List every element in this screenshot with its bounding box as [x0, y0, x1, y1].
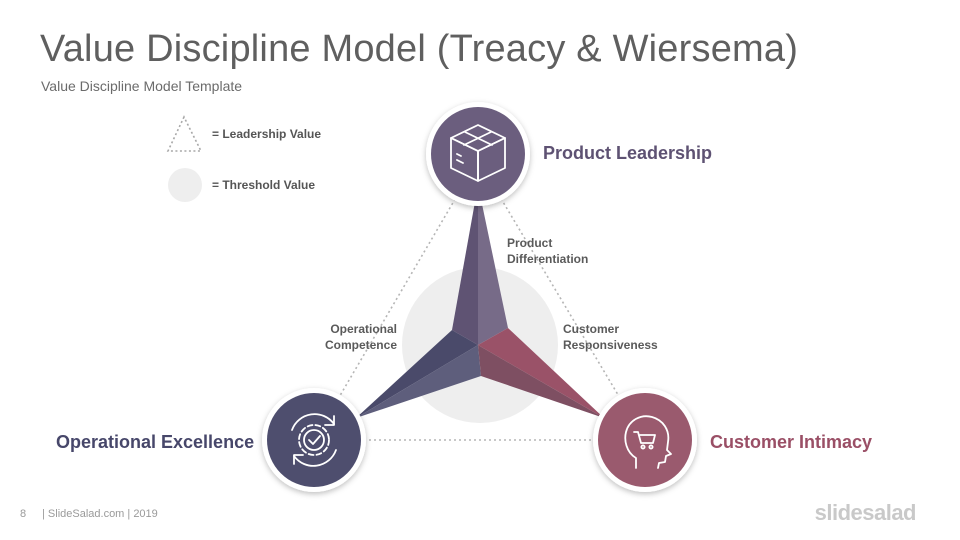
operational-competence-line2: Competence	[324, 338, 397, 352]
operational-excellence-label: Operational Excellence	[56, 432, 255, 452]
slidesalad-logo: slidesalad	[814, 500, 917, 525]
legend-threshold-label: = Threshold Value	[212, 178, 316, 192]
customer-intimacy-label: Customer Intimacy	[710, 432, 873, 452]
gear-check-icon	[291, 413, 337, 467]
operational-excellence-node	[262, 388, 366, 492]
customer-intimacy-node	[593, 388, 697, 492]
leadership-value-triangle	[313, 159, 646, 441]
product-differentiation-label: Product Differentiation	[507, 235, 588, 267]
operational-competence-line1: Operational	[330, 322, 397, 336]
legend-leadership-label: = Leadership Value	[212, 127, 322, 141]
product-differentiation-line1: Product	[507, 236, 553, 250]
customer-responsiveness-line1: Customer	[563, 322, 620, 336]
legend-triangle-icon	[166, 115, 203, 152]
box-icon	[450, 124, 506, 182]
slide-title: Value Discipline Model (Treacy & Wiersem…	[40, 28, 799, 70]
operational-competence-label: Operational Competence	[324, 321, 397, 353]
footer-text: | SlideSalad.com | 2019	[42, 508, 158, 520]
slide-subtitle: Value Discipline Model Template	[41, 78, 243, 94]
product-leadership-label: Product Leadership	[543, 143, 713, 163]
page-number: 8	[20, 508, 27, 520]
product-leadership-node	[426, 102, 530, 206]
value-star-shape	[356, 185, 604, 418]
legend-circle-icon	[168, 168, 202, 202]
product-differentiation-line2: Differentiation	[507, 252, 589, 266]
customer-responsiveness-label: Customer Responsiveness	[563, 321, 658, 353]
customer-responsiveness-line2: Responsiveness	[563, 338, 658, 352]
head-cart-icon	[624, 415, 672, 469]
